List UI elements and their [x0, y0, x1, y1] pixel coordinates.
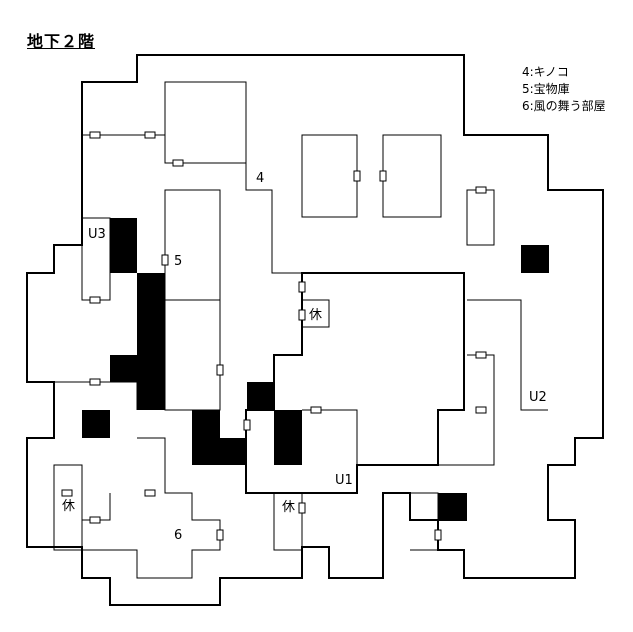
page-title: 地下２階: [27, 32, 96, 51]
door: [144, 131, 156, 139]
room-6-label: 6: [174, 528, 183, 543]
door: [89, 131, 101, 139]
east-room-1: [467, 299, 548, 411]
door: [475, 351, 487, 359]
black-block: [438, 493, 467, 521]
rest-label: 休: [62, 499, 76, 514]
black-block: [82, 410, 110, 438]
black-block: [137, 273, 165, 410]
room-block-a: [301, 134, 358, 218]
u3-room: [81, 217, 111, 301]
door: [298, 502, 306, 514]
room-5-wall: [164, 189, 221, 301]
door: [353, 170, 361, 182]
door: [89, 378, 101, 386]
room-4-corridor: [165, 162, 302, 274]
black-block: [110, 355, 137, 382]
black-block: [192, 410, 220, 465]
door: [379, 170, 387, 182]
door: [89, 296, 101, 304]
black-block: [521, 245, 549, 273]
room-5-label: 5: [174, 254, 183, 269]
u2-label: U2: [529, 390, 547, 405]
black-block: [247, 382, 274, 410]
rest-label: 休: [282, 500, 296, 515]
door: [216, 529, 224, 541]
door: [475, 186, 487, 194]
u3-label: U3: [88, 227, 106, 242]
door: [89, 516, 101, 524]
door: [161, 254, 169, 266]
se-room: [383, 492, 439, 551]
room-4-wall: [164, 81, 247, 164]
rest-label: 休: [309, 308, 323, 323]
rest-room-mid: [302, 299, 330, 328]
door: [243, 419, 251, 431]
door: [216, 364, 224, 376]
door: [61, 489, 73, 497]
door: [172, 159, 184, 167]
door: [298, 281, 306, 293]
door: [298, 309, 306, 321]
door: [475, 406, 487, 414]
black-block: [110, 218, 137, 273]
legend-item: 4:キノコ: [522, 65, 569, 79]
door: [434, 529, 442, 541]
outer-wall: [26, 54, 604, 606]
door: [310, 406, 322, 414]
door: [144, 489, 156, 497]
rest-room-south: [273, 492, 303, 551]
room-5-lower: [164, 299, 221, 411]
sw-room: [53, 464, 83, 551]
room-block-c: [466, 189, 495, 246]
west-room: [54, 381, 138, 410]
legend-item: 6:風の舞う部屋: [522, 99, 606, 113]
black-block: [274, 410, 302, 465]
room-block-b: [382, 134, 442, 218]
u1-label: U1: [335, 473, 353, 488]
room-4-label: 4: [256, 171, 265, 186]
black-block: [220, 438, 247, 465]
legend: 4:キノコ 5:宝物庫 6:風の舞う部屋: [522, 64, 606, 115]
legend-item: 5:宝物庫: [522, 82, 570, 96]
